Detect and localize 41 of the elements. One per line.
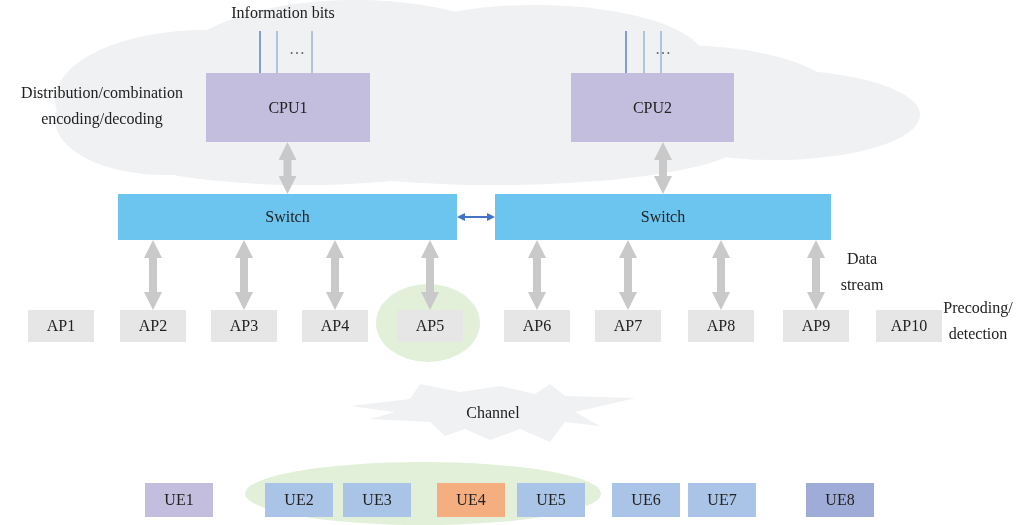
block-arrow [326,240,344,310]
user-equipment-box: UE2 [265,483,333,517]
access-point-box: AP3 [211,310,277,342]
access-point-box: AP6 [504,310,570,342]
block-arrow [528,240,546,310]
block-arrow [807,240,825,310]
access-point-box: AP10 [876,310,942,342]
cpu-box: CPU2 [571,73,734,142]
double-arrow [457,213,495,221]
ellipsis-text: … [654,39,672,59]
user-equipment-box: UE7 [688,483,756,517]
switch-box: Switch [495,194,831,240]
cpu-box: CPU1 [206,73,370,142]
block-arrow [619,240,637,310]
block-arrow [712,240,730,310]
switch-box: Switch [118,194,457,240]
highlight-ellipse [376,284,480,362]
user-equipment-box: UE1 [145,483,213,517]
access-point-box: AP4 [302,310,368,342]
access-point-box: AP2 [120,310,186,342]
annotation-text: Precoding/ detection [942,298,1014,344]
block-arrow [235,240,253,310]
block-arrow [144,240,162,310]
annotation-text: Data stream [839,249,885,295]
access-point-box: AP1 [28,310,94,342]
ellipsis-text: … [288,39,306,59]
access-point-box: AP5 [397,310,463,342]
block-arrow [278,142,297,194]
block-arrow [421,240,439,310]
user-equipment-box: UE5 [517,483,585,517]
user-equipment-box: UE4 [437,483,505,517]
access-point-box: AP9 [783,310,849,342]
block-arrow [654,142,672,194]
user-equipment-box: UE8 [806,483,874,517]
annotation-text: Distribution/combination encoding/decoding [20,83,184,130]
access-point-box: AP7 [595,310,661,342]
user-equipment-box: UE6 [612,483,680,517]
highlight-ellipse [245,462,601,525]
user-equipment-box: UE3 [343,483,411,517]
annotation-text: Information bits [230,3,336,23]
access-point-box: AP8 [688,310,754,342]
